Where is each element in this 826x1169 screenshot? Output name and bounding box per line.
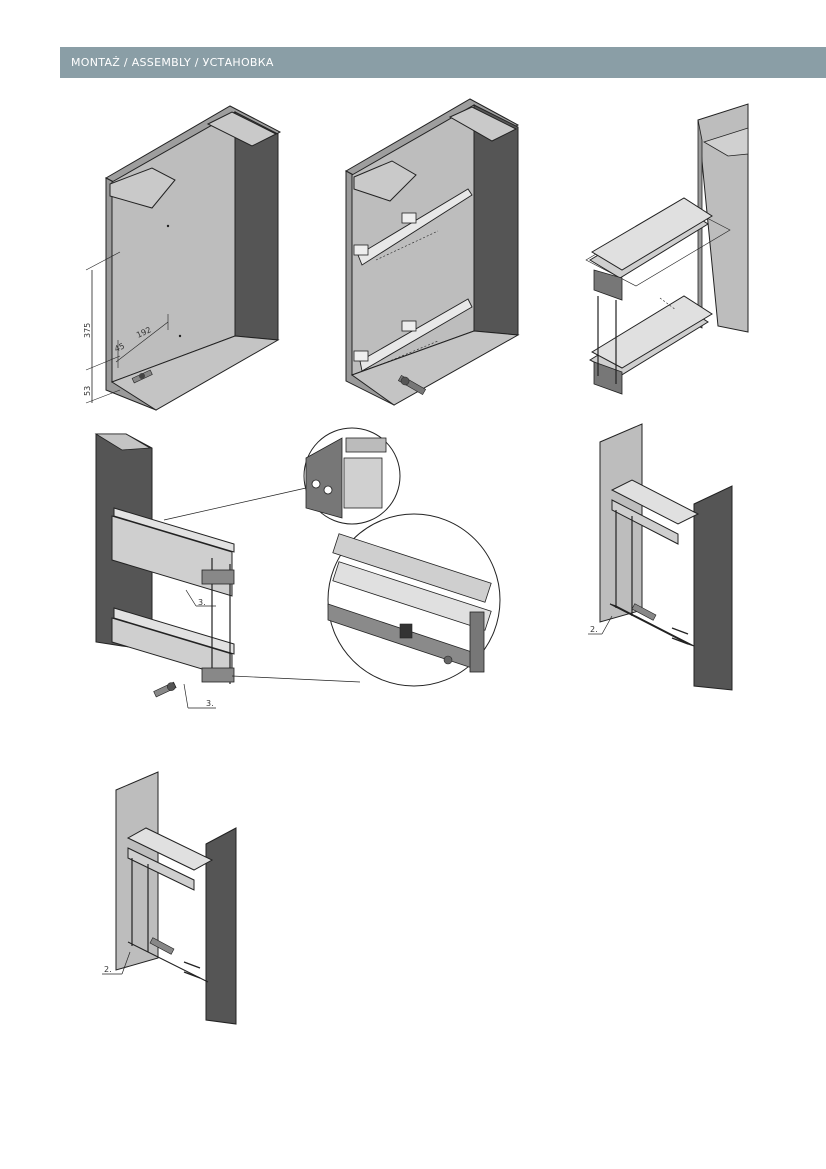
- callout-2: 2.: [590, 625, 598, 634]
- callout-3-upper: 3.: [198, 598, 206, 607]
- callout-2-final: 2.: [104, 965, 112, 974]
- step-2-cabinet-rails: [344, 98, 520, 406]
- step-6-final-view: 2.: [102, 771, 237, 1025]
- dim-53-label: 53: [83, 386, 92, 396]
- section-header: MONTAŻ / ASSEMBLY / УСТАНОВКА: [60, 47, 826, 78]
- callout-3-lower: 3.: [206, 699, 214, 708]
- step-3-basket-insert: [585, 103, 749, 395]
- step-5-basket-fixing: 2.: [588, 423, 733, 691]
- dim-45-label: 45: [113, 341, 126, 353]
- dim-375-label: 375: [83, 323, 92, 338]
- step-1-cabinet-marking: 375 192 45 53: [83, 105, 282, 411]
- section-title: MONTAŻ / ASSEMBLY / УСТАНОВКА: [71, 56, 274, 69]
- step-4-basket-attach: 3. 3.: [94, 427, 501, 709]
